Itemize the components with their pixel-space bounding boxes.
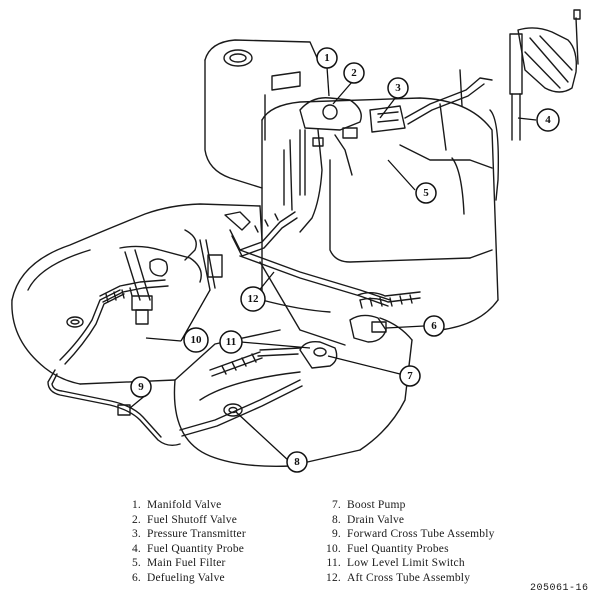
legend-label: Low Level Limit Switch	[347, 557, 465, 570]
callout-5-circle	[415, 182, 437, 204]
legend-label: Boost Pump	[347, 499, 406, 511]
legend-label: Fuel Quantity Probes	[347, 542, 449, 555]
legend-item: 3. Pressure Transmitter	[121, 527, 321, 542]
legend-item: 4. Fuel Quantity Probe	[121, 542, 321, 557]
left-fuel-cell	[11, 203, 263, 385]
legend-number: 8.	[331, 513, 341, 526]
callout-circles	[130, 47, 560, 473]
callout-8-circle	[286, 451, 308, 473]
legend-label: Forward Cross Tube Assembly	[347, 528, 495, 541]
legend-item: 9. Forward Cross Tube Assembly	[321, 527, 561, 542]
callout-7: 7	[407, 370, 413, 382]
legend-number: 12.	[326, 571, 341, 584]
lower-fuel-lines	[59, 211, 298, 365]
legend-item: 7. Boost Pump	[321, 498, 561, 513]
legend-number: 4.	[131, 542, 141, 555]
callout-10: 10	[191, 334, 203, 346]
legend-label: Fuel Quantity Probe	[147, 542, 245, 555]
callout-9-circle	[130, 376, 152, 398]
callout-10-circle	[183, 327, 209, 353]
legend-item: 6. Defueling Valve	[121, 571, 321, 586]
legend-item: 10. Fuel Quantity Probes	[321, 542, 561, 557]
callout-5: 5	[423, 187, 429, 199]
callout-2: 2	[351, 67, 357, 79]
callout-4-circle	[536, 108, 560, 132]
legend-right-column: 7. Boost Pump 8. Drain Valve 9. Forward Cro…	[321, 498, 561, 586]
legend-left-column: 1. Manifold Valve 2. Fuel Shutoff Valve 3.…	[121, 498, 321, 586]
legend-number: 11.	[326, 557, 341, 570]
fuel-quantity-probes-lower	[119, 229, 223, 325]
legend-label: Aft Cross Tube Assembly	[347, 571, 471, 584]
callout-12: 12	[248, 293, 260, 305]
aft-cross-tube	[239, 249, 421, 346]
callout-11-circle	[219, 330, 243, 354]
legend-item: 5. Main Fuel Filter	[121, 556, 321, 571]
callout-2-circle	[343, 62, 365, 84]
callout-3: 3	[395, 82, 401, 94]
legend-number: 6.	[131, 571, 141, 584]
legend-number: 1.	[131, 499, 141, 511]
callout-7-circle	[399, 365, 421, 387]
legend-number: 2.	[131, 513, 141, 526]
callout-3-circle	[387, 77, 409, 99]
callout-6: 6	[431, 320, 437, 332]
fuel-quantity-probe-upper	[509, 9, 581, 141]
legend-label: Main Fuel Filter	[147, 557, 226, 570]
legend-item: 1. Manifold Valve	[121, 498, 321, 513]
callout-11: 11	[226, 336, 236, 348]
legend-number: 7.	[331, 499, 341, 511]
legend-label: Pressure Transmitter	[147, 528, 246, 541]
callout-1: 1	[324, 52, 330, 64]
legend-label: Defueling Valve	[147, 571, 225, 584]
callout-4: 4	[545, 114, 551, 126]
callout-1-circle	[316, 47, 338, 69]
legend-number: 3.	[131, 528, 141, 541]
legend-item: 12. Aft Cross Tube Assembly	[321, 571, 561, 586]
figure-id: 205061-16	[530, 583, 589, 594]
legend-item: 11. Low Level Limit Switch	[321, 556, 561, 571]
legend-item: 8. Drain Valve	[321, 513, 561, 528]
boost-pump-area	[179, 314, 387, 437]
legend-number: 5.	[131, 557, 141, 570]
callout-8: 8	[294, 456, 300, 468]
forward-cross-tube	[47, 369, 181, 447]
callout-12-circle	[240, 286, 266, 312]
legend-number: 9.	[331, 528, 341, 541]
leader-lines	[129, 66, 537, 462]
callout-6-circle	[423, 315, 445, 337]
callout-numbers: 1 2 3 4 5 6 7 8 9 10 11 12	[138, 52, 551, 468]
main-fuel-cell	[204, 39, 499, 331]
callout-9: 9	[138, 381, 144, 393]
legend-label: Drain Valve	[347, 513, 405, 526]
upper-plumbing	[283, 69, 499, 233]
legend-number: 10.	[326, 542, 341, 555]
legend-item: 2. Fuel Shutoff Valve	[121, 513, 321, 528]
legend-label: Fuel Shutoff Valve	[147, 513, 238, 526]
legend-label: Manifold Valve	[147, 499, 222, 511]
